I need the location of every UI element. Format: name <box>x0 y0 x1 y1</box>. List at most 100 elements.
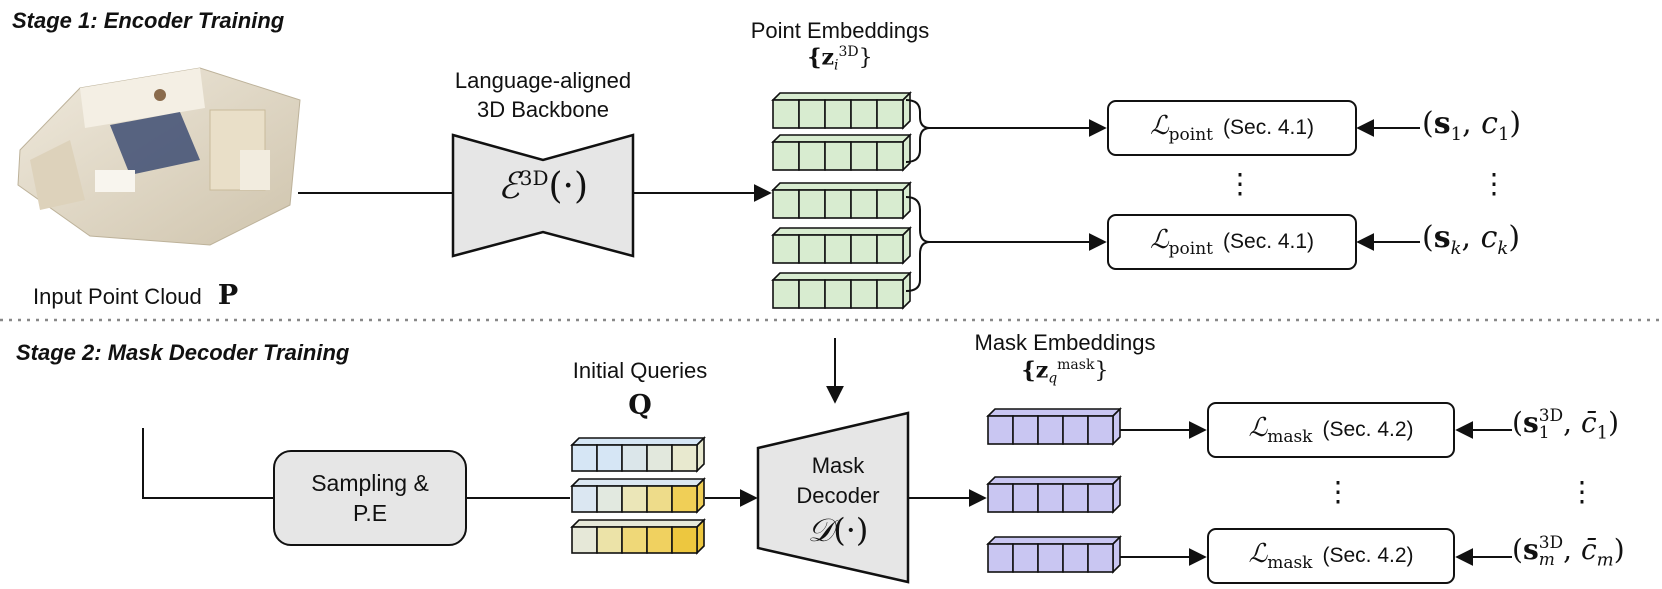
point-embedding-row-2 <box>771 133 912 172</box>
embedding-cell <box>671 526 698 554</box>
loss-mask-sub-m: mask <box>1267 553 1313 574</box>
tmm-close: ) <box>1613 533 1625 566</box>
embedding-cell <box>772 279 800 309</box>
stage1-title: Stage 1: Encoder Training <box>12 8 285 33</box>
me-sup: mask <box>1057 357 1095 373</box>
tk-s: s <box>1433 220 1451 255</box>
embedding-cell <box>1037 483 1064 513</box>
embedding-cell <box>850 99 878 129</box>
tk-c: c <box>1480 220 1498 255</box>
target-s1-c1: (s1, c1) <box>1422 106 1522 145</box>
encoder-arg: (·) <box>548 166 589 207</box>
embedding-cell <box>1037 415 1064 445</box>
embedding-cell <box>772 99 800 129</box>
point-embedding-row-5 <box>771 271 912 310</box>
t1-c-sub: 1 <box>1497 124 1510 145</box>
input-point-cloud-label: Input Point Cloud P <box>33 280 238 311</box>
vdots-stage1-loss: ⋮ <box>1226 167 1254 200</box>
tk-close: ) <box>1508 220 1521 255</box>
loss-mask-symbol-1: ℒmask <box>1248 413 1312 447</box>
embedding-cell <box>1087 483 1114 513</box>
embedding-cell <box>671 485 698 513</box>
point-embeddings <box>771 91 912 310</box>
loss-point-letter-k: ℒ <box>1149 224 1169 255</box>
embedding-cell <box>850 279 878 309</box>
loss-point-symbol-k: ℒpoint <box>1150 225 1213 259</box>
target-sk-ck: (sk, ck) <box>1422 220 1521 259</box>
loss-point-sub-1: point <box>1168 125 1214 146</box>
decoder-arg: (·) <box>833 511 869 549</box>
embedding-cell <box>824 279 852 309</box>
embedding-cell <box>824 141 852 171</box>
tm1-s-sup: 3D <box>1538 405 1564 426</box>
backbone-label-line1: Language-aligned <box>454 68 632 93</box>
t1-s: s <box>1433 106 1451 141</box>
me-symbol-close: } <box>1094 358 1109 384</box>
tm1-c: c̄ <box>1580 406 1597 439</box>
pe-sub: i <box>834 57 839 74</box>
embedding-cell <box>1012 483 1039 513</box>
embedding-cell <box>596 526 623 554</box>
tm1-c-sub: 1 <box>1596 422 1609 444</box>
loss-point-sub-k: point <box>1168 239 1214 260</box>
decoder-line2: Decoder <box>796 483 880 508</box>
vdots-stage2-loss: ⋮ <box>1324 475 1352 508</box>
decoder-label: Mask Decoder 𝒟(·) <box>768 451 908 549</box>
embedding-cell <box>571 526 598 554</box>
point-embeddings-symbol: {zi3D} <box>770 44 910 74</box>
query-row-2 <box>570 477 706 514</box>
point-embedding-row-1 <box>771 91 912 130</box>
tm1-s-sub: 1 <box>1538 422 1550 443</box>
embedding-cell <box>646 526 673 554</box>
encoder-block <box>451 133 635 258</box>
loss-point-letter-1: ℒ <box>1149 110 1169 141</box>
point-embedding-row-4 <box>771 226 912 265</box>
embedding-cell <box>1087 415 1114 445</box>
embedding-cell <box>798 234 826 264</box>
query-row-1 <box>570 436 706 473</box>
point-cloud-image <box>17 67 301 246</box>
mask-embeddings-label: Mask Embeddings <box>974 330 1156 355</box>
sampling-line2: P.E <box>352 500 388 526</box>
embedding-cell <box>1012 543 1039 573</box>
loss-mask-sub-1: mask <box>1267 427 1313 448</box>
decoder-symbol: 𝒟(·) <box>768 511 908 549</box>
embedding-cell <box>850 189 878 219</box>
point-embedding-row-3 <box>771 181 912 220</box>
embedding-cell <box>987 415 1014 445</box>
loss-point-ref-k: (Sec. 4.1) <box>1223 230 1315 253</box>
mask-embeddings <box>986 407 1122 574</box>
embedding-cell <box>1062 415 1089 445</box>
me-sub: q <box>1048 370 1058 387</box>
loss-mask-ref-m: (Sec. 4.2) <box>1322 544 1414 567</box>
embedding-cell <box>671 444 698 472</box>
initial-queries-symbol: Q <box>628 390 652 421</box>
loss-mask-symbol-m: ℒmask <box>1248 539 1312 573</box>
loss-point-box-k: ℒpoint (Sec. 4.1) <box>1107 214 1357 270</box>
mask-embeddings-symbol: {zqmask} <box>990 357 1140 387</box>
initial-queries <box>570 436 706 555</box>
embedding-cell <box>596 485 623 513</box>
tm1-s: s <box>1522 406 1539 439</box>
loss-point-box-1: ℒpoint (Sec. 4.1) <box>1107 100 1357 156</box>
loss-mask-letter-m: ℒ <box>1248 538 1268 569</box>
embedding-cell <box>824 99 852 129</box>
t1-open: ( <box>1422 106 1434 141</box>
loss-mask-box-m: ℒmask (Sec. 4.2) <box>1207 528 1455 584</box>
tk-open: ( <box>1422 220 1434 255</box>
loss-mask-letter-1: ℒ <box>1248 412 1268 443</box>
tmm-s-sub: m <box>1538 549 1555 570</box>
embedding-cell <box>876 234 904 264</box>
t1-s-sub: 1 <box>1450 124 1463 145</box>
embedding-cell <box>646 444 673 472</box>
input-label-text: Input Point Cloud <box>33 284 202 309</box>
embedding-cell <box>798 279 826 309</box>
embedding-cell <box>850 234 878 264</box>
embedding-cell <box>1012 415 1039 445</box>
tm1-open: ( <box>1512 406 1523 439</box>
embedding-cell <box>798 141 826 171</box>
embedding-cell <box>824 189 852 219</box>
